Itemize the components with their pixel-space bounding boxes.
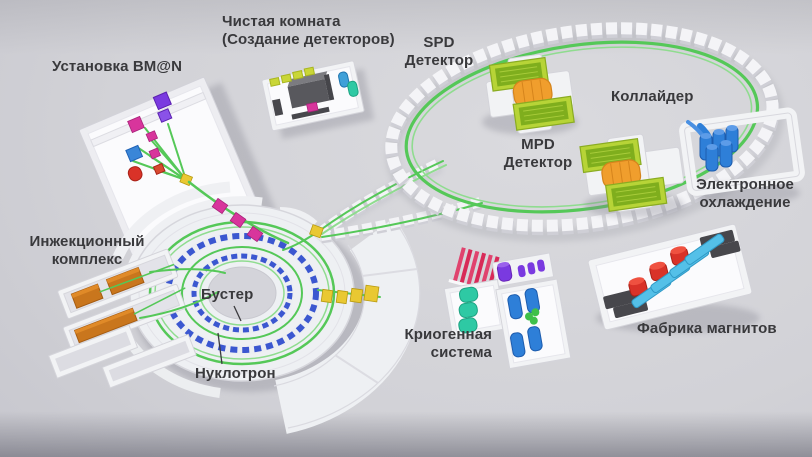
fan-platform bbox=[273, 217, 421, 434]
electron-cooling-unit bbox=[679, 107, 805, 204]
transfer-yellow-boxes bbox=[320, 284, 380, 305]
bman-magnet-blue bbox=[125, 144, 144, 163]
injection-complex bbox=[57, 248, 186, 352]
booster-pointer-line bbox=[233, 305, 242, 322]
mpd-detector bbox=[579, 133, 685, 218]
clean-room-teal-cylinder bbox=[347, 80, 359, 97]
bman-magnet-purple bbox=[152, 91, 172, 111]
clean-room-magenta-block bbox=[306, 101, 319, 113]
bman-magnet-magenta bbox=[127, 115, 145, 134]
clean-room-equipment bbox=[269, 66, 359, 120]
magnet-factory-platform bbox=[587, 223, 760, 333]
nuclotron-pointer-line bbox=[217, 332, 223, 365]
cryo-blue-tray bbox=[495, 278, 572, 370]
corridor-upper-left bbox=[126, 196, 263, 271]
clean-room-platform bbox=[261, 60, 375, 140]
bman-magnet-magenta-small bbox=[145, 130, 159, 143]
clean-room-blue-cylinder bbox=[338, 71, 350, 88]
bman-magnet-magenta-small2 bbox=[148, 147, 162, 160]
cryogenic-plant bbox=[443, 247, 572, 370]
junction-node bbox=[309, 224, 324, 239]
transfer-channels bbox=[309, 158, 483, 244]
bman-divider-wall bbox=[90, 91, 207, 148]
bman-magnets bbox=[125, 91, 173, 182]
collider-ring bbox=[385, 22, 785, 242]
cryo-purple-tray bbox=[491, 252, 555, 288]
bman-magnet-red-cylinder bbox=[127, 166, 143, 182]
nuclotron-center-floor bbox=[207, 266, 277, 320]
spd-detector bbox=[482, 53, 578, 135]
factory-cyan-bars bbox=[631, 233, 725, 309]
bman-beam-fan bbox=[125, 91, 194, 187]
bman-magnet-red-small bbox=[152, 162, 166, 176]
collider-tunnel-blocks bbox=[385, 22, 779, 232]
cryo-teal-tray bbox=[443, 278, 507, 339]
clean-room-building-roof bbox=[287, 71, 328, 87]
bman-magnet-purple-small bbox=[157, 108, 173, 123]
booster-beamline bbox=[181, 246, 303, 340]
corridor-outer-left bbox=[112, 181, 231, 260]
service-corridors bbox=[47, 324, 197, 389]
extraction-magnets bbox=[211, 197, 264, 243]
booster-magnet-ring bbox=[191, 253, 293, 333]
clean-room-building bbox=[287, 78, 330, 109]
cooling-cylinders bbox=[699, 125, 739, 172]
